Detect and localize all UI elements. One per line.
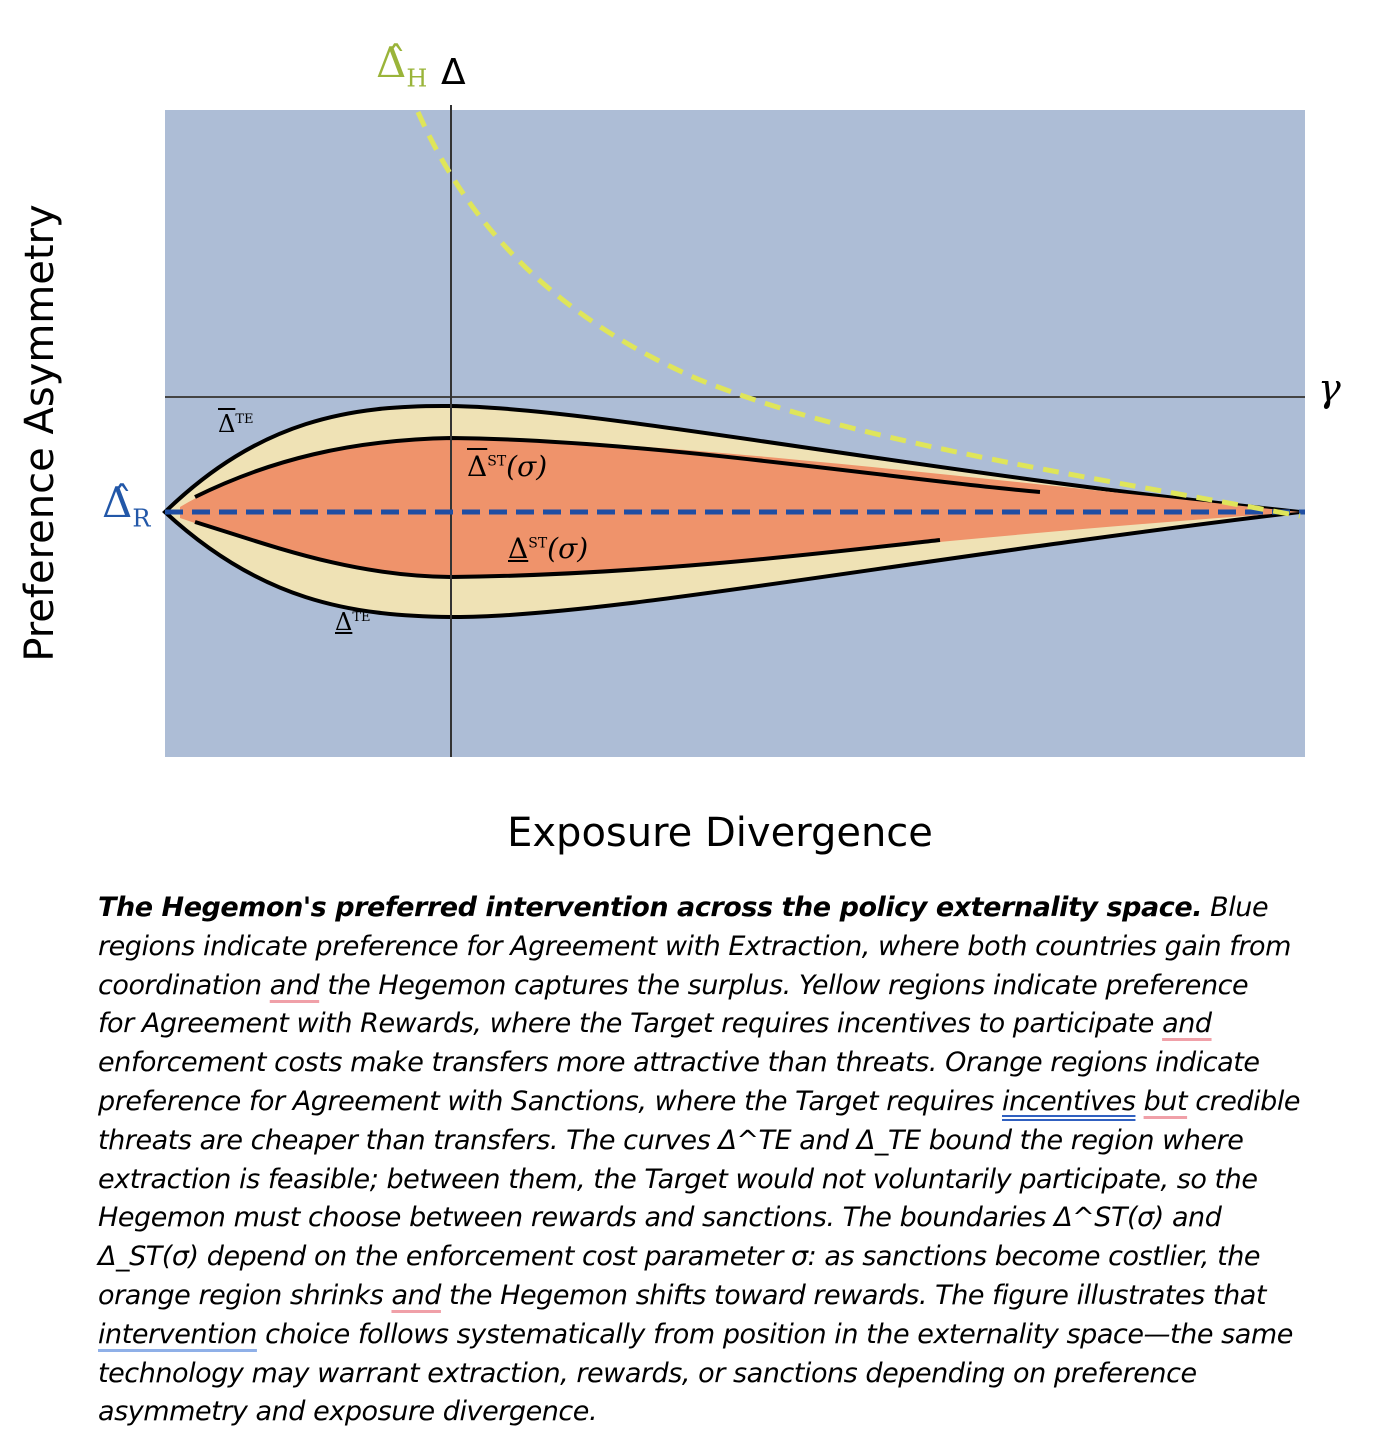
caption-line: Δ_ST(σ) depend on the enforcement cost p… (98, 1238, 1368, 1277)
caption-text: for Agreement with Rewards, where the Ta… (98, 1008, 1163, 1040)
caption-text: preference for Agreement with Sanctions,… (98, 1085, 1003, 1117)
spellcheck-flagged-word[interactable]: but (1143, 1085, 1188, 1117)
caption-text: extraction is feasible; between them, th… (98, 1163, 1258, 1195)
lower-te-symbol: Δ (335, 608, 353, 636)
delta-h-label: Δ̂H (376, 38, 427, 92)
caption-line: for Agreement with Rewards, where the Ta… (98, 1005, 1368, 1044)
caption-text: Hegemon must choose between rewards and … (98, 1202, 1222, 1234)
caption-line: orange region shrinks and the Hegemon sh… (98, 1277, 1368, 1316)
gamma-label: γ (1318, 366, 1341, 410)
upper-te-symbol: Δ (218, 410, 236, 438)
caption-text: Blue (1202, 892, 1269, 923)
upper-st-boundary-curve (194, 435, 1041, 499)
caption-text: regions indicate preference for Agreemen… (98, 930, 1291, 962)
caption-line: The Hegemon's preferred intervention acr… (98, 889, 1368, 928)
lower-st-boundary-curve (194, 520, 941, 580)
caption-line: asymmetry and exposure divergence. (98, 1393, 1368, 1432)
caption-text: orange region shrinks (98, 1279, 392, 1311)
caption-text: choice follows systematically from posit… (256, 1318, 1293, 1350)
caption-text (1135, 1086, 1143, 1117)
lower-st-superscript: ST (528, 535, 548, 552)
policy-space-diagram (162, 105, 1305, 757)
caption-line: extraction is feasible; between them, th… (98, 1161, 1368, 1200)
caption-line: technology may warrant extraction, rewar… (98, 1355, 1368, 1394)
caption-line: Hegemon must choose between rewards and … (98, 1199, 1368, 1238)
spellcheck-flagged-word[interactable]: intervention (98, 1318, 257, 1350)
delta-r-label: Δ̂R (102, 478, 150, 532)
upper-te-superscript: TE (235, 412, 254, 427)
figure-caption[interactable]: The Hegemon's preferred intervention acr… (98, 889, 1368, 1432)
y-axis-label: Preference Asymmetry (17, 204, 63, 662)
caption-text: Δ_ST(σ) depend on the enforcement cost p… (98, 1241, 1261, 1273)
caption-text: the Hegemon captures the surplus. Yellow… (319, 969, 1249, 1001)
lower-st-label: ΔST(σ) (508, 532, 588, 565)
caption-line: regions indicate preference for Agreemen… (98, 928, 1368, 967)
caption-line: preference for Agreement with Sanctions,… (98, 1083, 1368, 1122)
lower-te-superscript: TE (352, 610, 371, 625)
caption-text: technology may warrant extraction, rewar… (98, 1357, 1197, 1389)
spellcheck-flagged-word[interactable]: and (391, 1279, 441, 1311)
caption-line: enforcement costs make transfers more at… (98, 1044, 1368, 1083)
spellcheck-flagged-word[interactable]: incentives (1002, 1085, 1136, 1117)
caption-line: intervention choice follows systematical… (98, 1316, 1368, 1355)
caption-text: asymmetry and exposure divergence. (98, 1396, 598, 1428)
delta-h-subscript: H (406, 64, 428, 93)
delta-r-symbol: Δ̂ (102, 478, 133, 527)
caption-text: coordination (98, 969, 270, 1001)
spellcheck-flagged-word[interactable]: and (1162, 1008, 1212, 1040)
x-axis-label: Exposure Divergence (507, 810, 933, 856)
caption-text: enforcement costs make transfers more at… (98, 1047, 1260, 1079)
delta-h-dashed-curve (415, 110, 1301, 519)
spellcheck-flagged-word[interactable]: and (269, 969, 320, 1001)
lower-te-label: ΔTE (335, 608, 371, 636)
caption-title: The Hegemon's preferred intervention acr… (98, 892, 1203, 923)
delta-h-symbol: Δ̂ (376, 38, 407, 87)
caption-text: credible (1187, 1085, 1301, 1117)
sanctions-region-lens (180, 438, 1300, 577)
delta-r-subscript: R (132, 504, 151, 533)
caption-text: the Hegemon shifts toward rewards. The f… (440, 1279, 1266, 1311)
caption-text: threats are cheaper than transfers. The … (98, 1124, 1244, 1156)
caption-line: coordination and the Hegemon captures th… (98, 967, 1368, 1006)
upper-st-argument: (σ) (506, 450, 548, 483)
delta-axis-label: Δ (441, 52, 466, 93)
upper-st-symbol: Δ (467, 450, 488, 483)
upper-st-superscript: ST (487, 453, 507, 470)
caption-line: threats are cheaper than transfers. The … (98, 1122, 1368, 1161)
upper-st-label: ΔST(σ) (467, 450, 547, 483)
lower-st-symbol: Δ (508, 532, 529, 565)
lower-st-argument: (σ) (547, 532, 589, 565)
upper-te-label: ΔTE (218, 410, 254, 438)
